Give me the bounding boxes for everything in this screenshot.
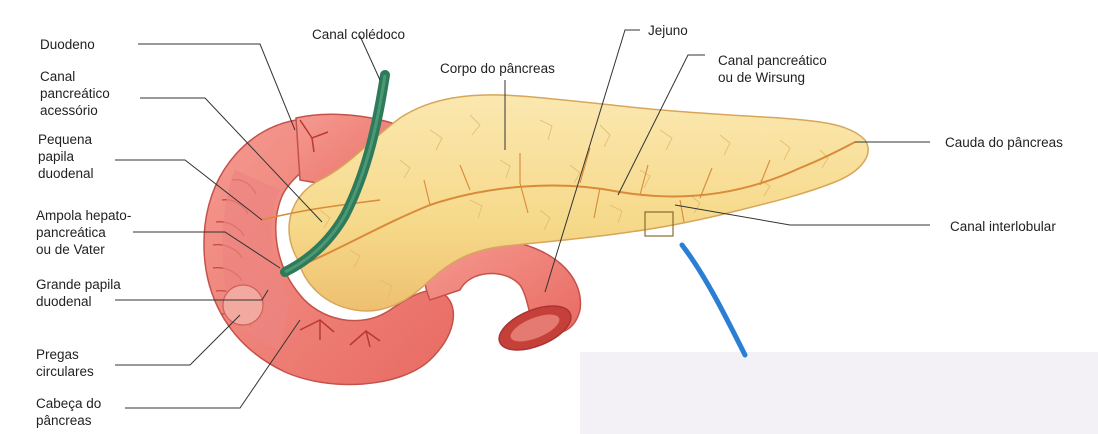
label-line: papila <box>38 148 94 165</box>
label-line: ou de Vater <box>36 241 131 258</box>
label-line: Canal <box>40 68 110 85</box>
label-line: ou de Wirsung <box>718 69 827 86</box>
label-line: Cabeça do <box>36 395 101 412</box>
label-line: pancreático <box>40 85 110 102</box>
label-line: acessório <box>40 102 110 119</box>
label-pregas-circulares: Pregas circulares <box>36 346 94 380</box>
label-jejuno: Jejuno <box>648 22 688 39</box>
label-line: Ampola hepato- <box>36 207 131 224</box>
label-line: circulares <box>36 363 94 380</box>
label-canal-pancreatico-wirsung: Canal pancreático ou de Wirsung <box>718 52 827 86</box>
label-cauda-do-pancreas: Cauda do pâncreas <box>945 134 1063 151</box>
label-line: pâncreas <box>36 412 101 429</box>
label-line: pancreática <box>36 224 131 241</box>
label-canal-coledoco: Canal colédoco <box>312 26 405 43</box>
label-cabeca-do-pancreas: Cabeça do pâncreas <box>36 395 101 429</box>
label-line: duodenal <box>36 293 121 310</box>
label-corpo-do-pancreas: Corpo do pâncreas <box>440 60 555 77</box>
label-duodeno: Duodeno <box>40 36 95 53</box>
label-canal-pancreatico-acessorio: Canal pancreático acessório <box>40 68 110 119</box>
label-line: Pregas <box>36 346 94 363</box>
label-line: Pequena <box>38 131 94 148</box>
label-line: Canal pancreático <box>718 52 827 69</box>
label-line: Grande papila <box>36 276 121 293</box>
label-pequena-papila-duodenal: Pequena papila duodenal <box>38 131 94 182</box>
label-grande-papila-duodenal: Grande papila duodenal <box>36 276 121 310</box>
label-ampola-hepatopancreatica: Ampola hepato- pancreática ou de Vater <box>36 207 131 258</box>
label-line: duodenal <box>38 165 94 182</box>
label-canal-interlobular: Canal interlobular <box>950 218 1056 235</box>
